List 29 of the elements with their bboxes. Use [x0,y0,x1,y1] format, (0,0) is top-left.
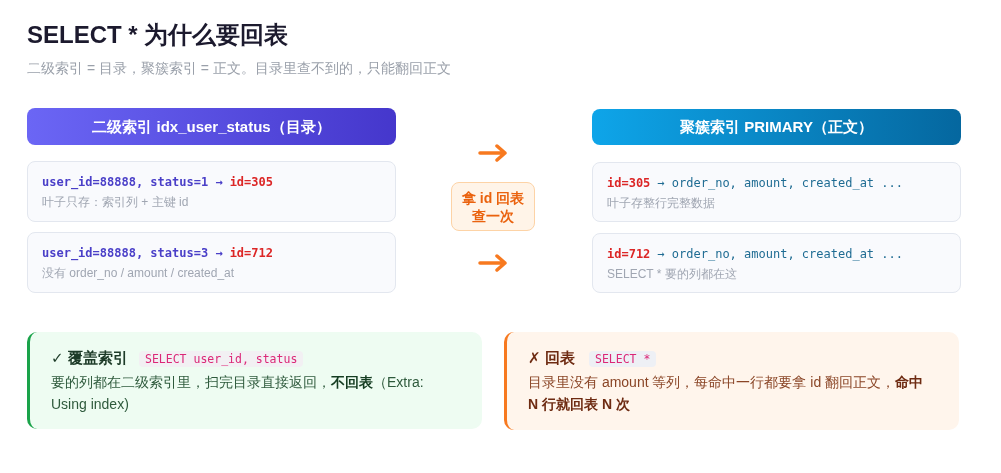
index-entry-card [27,161,396,222]
index-entry-card [592,162,961,222]
card-heading: ✓ 覆盖索引 [51,348,128,368]
card-heading: ✗ 回表 [528,348,575,368]
leaf-note: SELECT * 要的列都在这 [607,266,737,283]
primary-id-code: id=305 [607,176,651,190]
key-code: user_id=88888, status=1 → [42,175,223,189]
card-body-text: 要的列都在二级索引里，扫完目录直接返回，不回表（Extra: Using index) [51,373,425,414]
index-header: 聚簇索引 PRIMARY（正文） [592,109,961,145]
primary-id-code: id=305 [229,175,273,189]
row-columns-code: → order_no, amount, created_at ... [657,176,903,190]
index-entry-card [27,232,396,293]
comparison-card [27,332,482,429]
primary-id-code: id=712 [607,247,651,261]
step-callout: 拿 id 回表查一次 [451,182,535,231]
card-body-text: 目录里没有 amount 等列，每命中一行都要拿 id 翻回正文，命中 N 行就回表 N 次 [528,373,925,414]
subtitle: 二级索引 = 目录，聚簇索引 = 正文。目录里查不到的，只能翻回正文 [27,59,451,78]
code-chip: SELECT * [589,351,657,367]
index-header: 二级索引 idx_user_status（目录） [27,108,396,145]
leaf-note: 叶子只存：索引列 + 主键 id [42,194,189,211]
comparison-card [504,332,959,430]
code-chip: SELECT user_id, status [139,351,304,367]
title: SELECT * 为什么要回表 [27,20,289,50]
leaf-note: 没有 order_no / amount / created_at [42,265,235,282]
row-columns-code: → order_no, amount, created_at ... [657,247,903,261]
leaf-note: 叶子存整行完整数据 [607,195,715,212]
key-code: user_id=88888, status=3 → [42,246,223,260]
primary-id-code: id=712 [229,246,273,260]
index-entry-card [592,233,961,293]
